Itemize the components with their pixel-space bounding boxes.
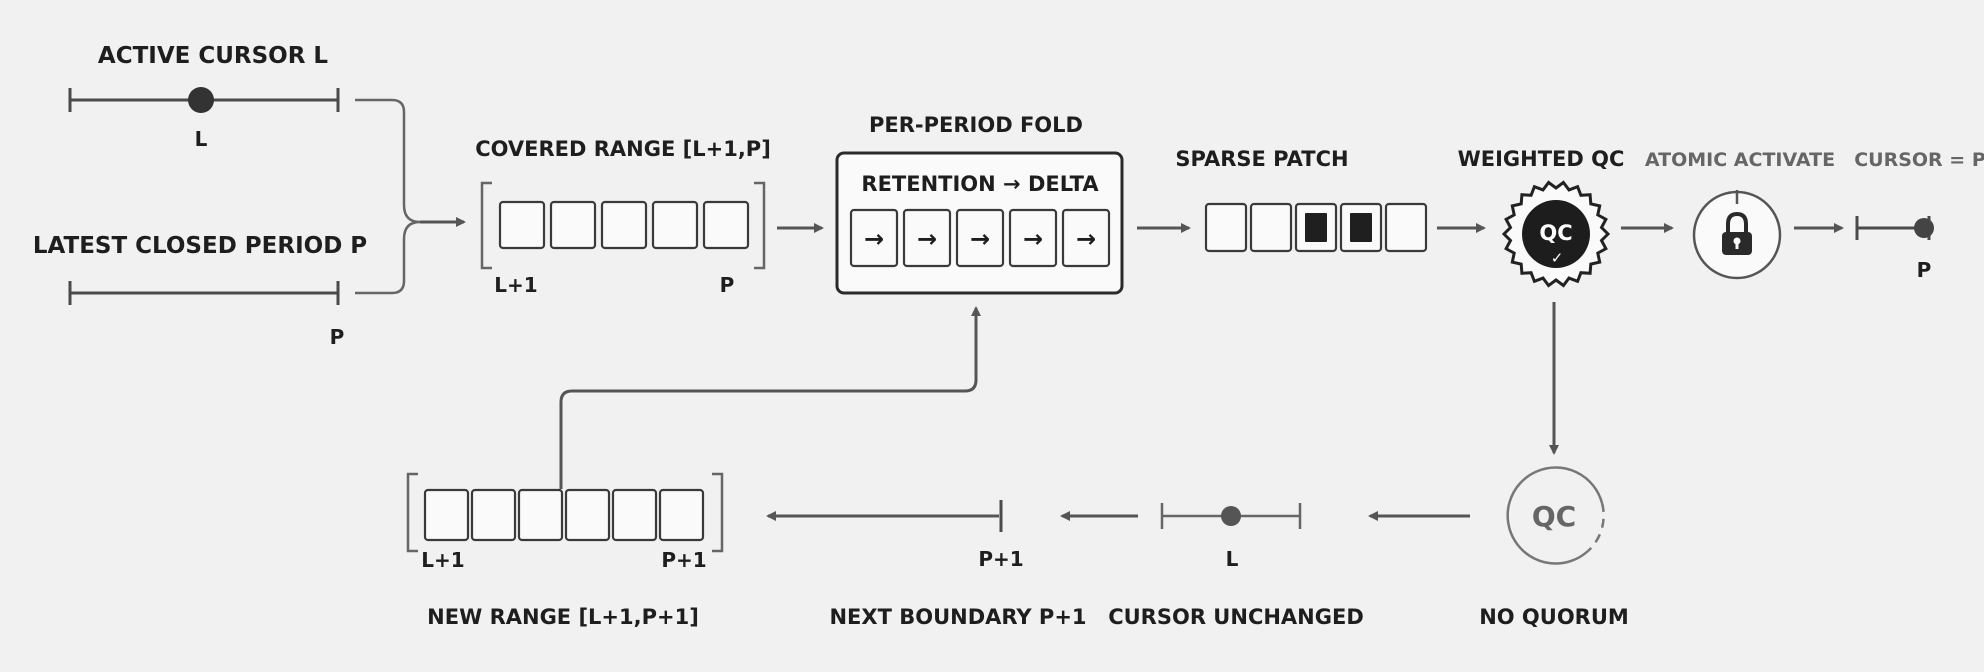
fold-cells: → → → → → <box>849 208 1111 268</box>
fold-title: PER-PERIOD FOLD <box>869 113 1083 137</box>
sparse-patch-cells <box>1204 202 1428 253</box>
sparse-patch-group: SPARSE PATCH <box>1175 147 1428 253</box>
covered-range-start: L+1 <box>494 273 537 297</box>
period-marker-p: P <box>330 325 345 349</box>
fold-cell <box>1008 208 1058 268</box>
merge-bracket <box>355 98 421 295</box>
next-boundary-title: NEXT BOUNDARY P+1 <box>829 605 1086 629</box>
patch-cell-empty <box>1249 202 1293 253</box>
active-cursor-label: ACTIVE CURSOR L <box>98 43 329 69</box>
patch-cell-empty <box>1384 202 1428 253</box>
range-cell <box>658 488 705 542</box>
qc-seal-badge <box>1522 200 1590 268</box>
range-cell <box>517 488 564 542</box>
range-cell <box>702 200 750 250</box>
cursor-result-group: CURSOR = P P <box>1854 149 1984 282</box>
no-quorum-ring-gap <box>1587 502 1605 552</box>
cursor-result-point <box>1914 218 1934 238</box>
cursor-unchanged-marker: L <box>1226 547 1239 571</box>
no-quorum-ring <box>1506 466 1604 565</box>
atomic-activate-title: ATOMIC ACTIVATE <box>1645 149 1835 171</box>
covered-range-end: P <box>720 273 735 297</box>
fold-cell <box>902 208 952 268</box>
range-cell <box>651 200 699 250</box>
range-cell <box>600 200 648 250</box>
new-range-start: L+1 <box>421 548 464 572</box>
fold-cell <box>849 208 899 268</box>
weighted-qc-group: WEIGHTED QC QC ✓ <box>1458 147 1625 288</box>
range-cell <box>549 200 597 250</box>
covered-range-group: COVERED RANGE [L+1,P] L+1 P <box>475 137 771 297</box>
cursor-result-marker: P <box>1917 258 1932 282</box>
covered-range-title: COVERED RANGE [L+1,P] <box>475 137 771 161</box>
loop-back-arrow <box>559 306 981 489</box>
arrow-right-icon: → <box>1076 225 1096 253</box>
arrow-right-icon: → <box>917 225 937 253</box>
range-cell <box>423 488 470 542</box>
patch-cell-mark <box>1350 213 1372 242</box>
fold-cell <box>1061 208 1111 268</box>
check-icon: ✓ <box>1551 249 1564 267</box>
arrow-right-icon: → <box>970 225 990 253</box>
range-cell <box>564 488 611 542</box>
new-range-title: NEW RANGE [L+1,P+1] <box>427 605 699 629</box>
new-range-end: P+1 <box>661 548 706 572</box>
no-quorum-group: QC NO QUORUM <box>1479 466 1629 629</box>
no-quorum-badge: QC <box>1532 500 1576 533</box>
cursor-point <box>188 87 214 113</box>
patch-cell-mark <box>1305 213 1327 242</box>
next-boundary-group: P+1 NEXT BOUNDARY P+1 <box>766 500 1087 629</box>
patch-cell-empty <box>1204 202 1248 253</box>
range-cell <box>470 488 517 542</box>
latest-closed-group: LATEST CLOSED PERIOD P P <box>33 233 367 349</box>
sparse-patch-title: SPARSE PATCH <box>1175 147 1348 171</box>
latest-closed-label: LATEST CLOSED PERIOD P <box>33 233 367 259</box>
arrow-right-icon: → <box>864 225 884 253</box>
active-cursor-group: ACTIVE CURSOR L L <box>68 43 340 151</box>
range-cell <box>611 488 658 542</box>
qc-badge-text: QC <box>1539 221 1572 245</box>
range-bracket-right <box>754 181 766 270</box>
range-bracket-right <box>712 472 724 553</box>
arrow-right-icon: → <box>1023 225 1043 253</box>
range-bracket-left <box>480 181 492 270</box>
new-range-cells <box>423 488 705 542</box>
range-bracket-left <box>406 472 418 553</box>
fold-subtitle: RETENTION → DELTA <box>861 172 1099 196</box>
no-quorum-title: NO QUORUM <box>1479 605 1629 629</box>
range-cell <box>498 200 546 250</box>
fold-cell <box>955 208 1005 268</box>
cursor-result-title: CURSOR = P <box>1854 149 1984 171</box>
weighted-qc-title: WEIGHTED QC <box>1458 147 1625 171</box>
cursor-unchanged-point <box>1221 506 1241 526</box>
cursor-unchanged-group: L CURSOR UNCHANGED <box>1108 503 1364 629</box>
new-range-group: L+1 P+1 NEW RANGE [L+1,P+1] <box>406 472 724 629</box>
lock-icon <box>1722 211 1752 255</box>
cursor-marker-l: L <box>195 127 208 151</box>
atomic-activate-group: ATOMIC ACTIVATE <box>1645 149 1835 280</box>
next-boundary-marker: P+1 <box>978 547 1023 571</box>
cursor-unchanged-title: CURSOR UNCHANGED <box>1108 605 1364 629</box>
covered-range-cells <box>498 200 750 250</box>
per-period-fold-group: PER-PERIOD FOLD RETENTION → DELTA → → → → → <box>835 113 1124 295</box>
